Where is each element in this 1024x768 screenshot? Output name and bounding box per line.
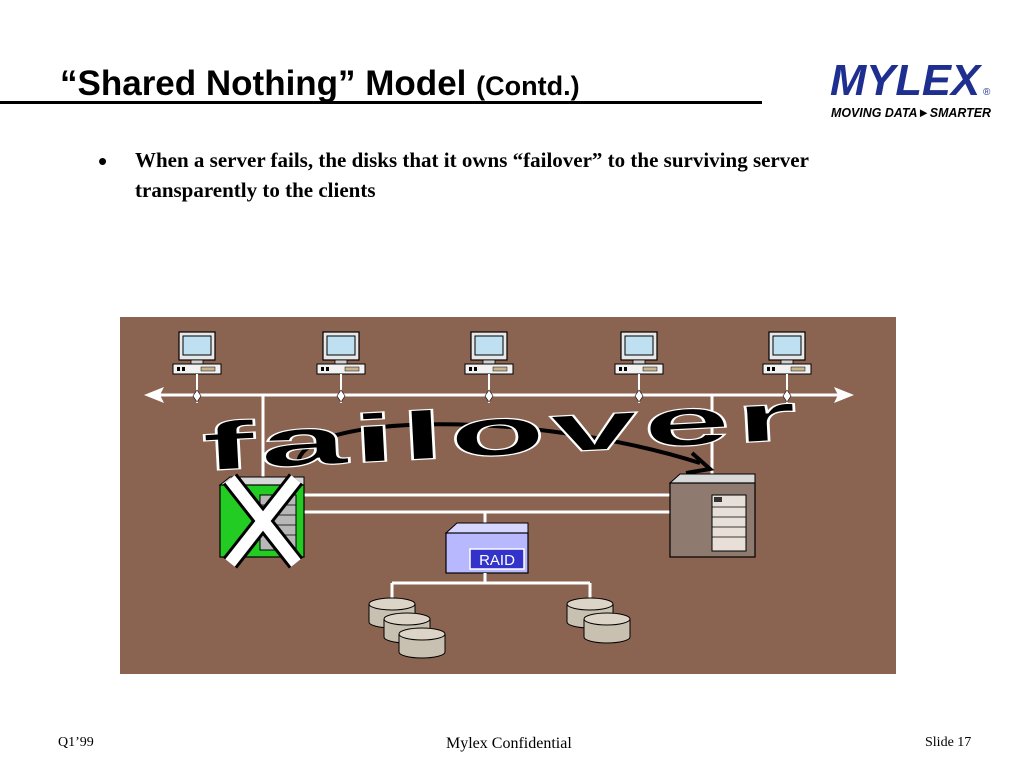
title-underline: [0, 101, 762, 104]
surviving-server: [668, 473, 756, 558]
bullet-text: When a server fails, the disks that it o…: [135, 148, 809, 202]
footer-quarter: Q1’99: [58, 735, 94, 750]
failed-x-icon: [222, 473, 304, 569]
title-sub: (Contd.): [476, 71, 580, 101]
client-network-line: [144, 387, 854, 403]
logo-registered: ®: [983, 87, 991, 98]
logo-tagline: MOVING DATA►SMARTER: [831, 105, 992, 120]
disk-connections: [390, 573, 592, 599]
failover-diagram: failover RAID: [120, 317, 896, 674]
bullet-icon: •: [98, 146, 108, 176]
footer-slide-number: Slide 17: [925, 735, 972, 750]
disk-icon: [398, 627, 446, 659]
failover-arrowhead-icon: [685, 451, 715, 475]
disk-icon: [583, 612, 631, 644]
raid-label: RAID: [479, 552, 515, 569]
title-main: “Shared Nothing” Model: [60, 64, 467, 103]
mylex-logo: MYLEX ® MOVING DATA►SMARTER: [830, 56, 992, 120]
raid-controller: RAID: [444, 522, 529, 574]
failover-arc: [295, 422, 701, 466]
footer-confidential: Mylex Confidential: [446, 735, 572, 752]
slide-title: “Shared Nothing” Model (Contd.): [60, 66, 580, 101]
logo-name: MYLEX: [830, 56, 983, 105]
